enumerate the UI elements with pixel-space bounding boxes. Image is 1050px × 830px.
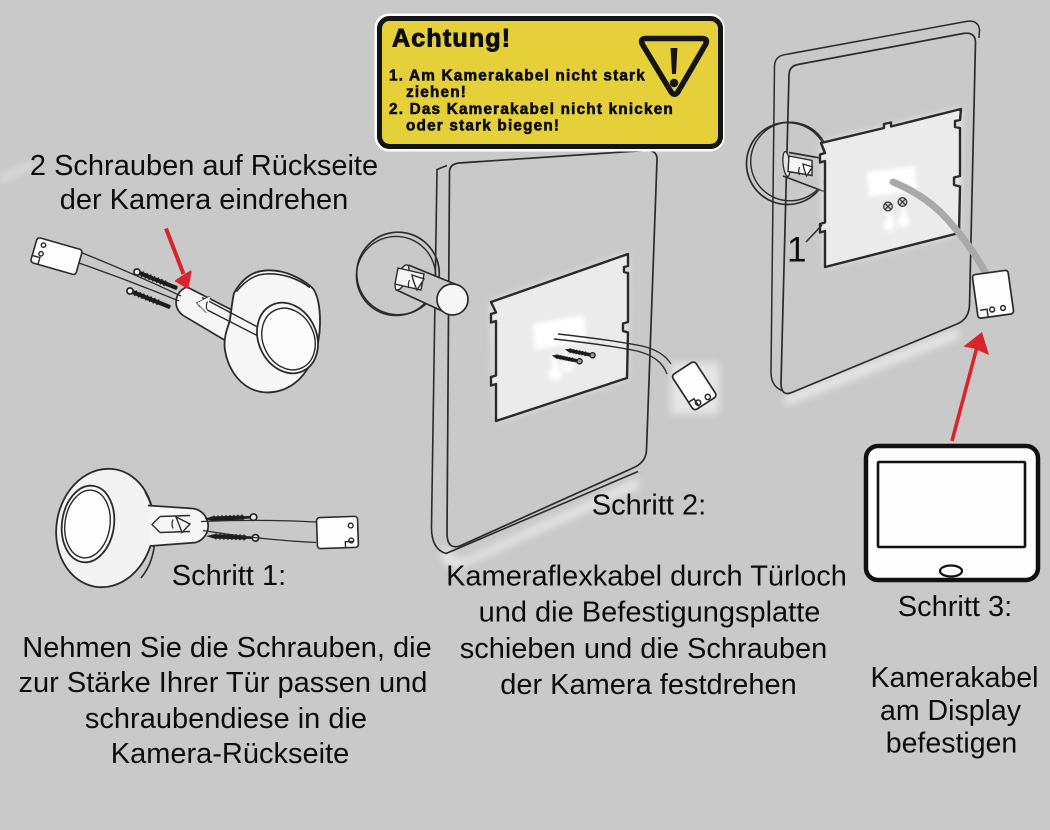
svg-text:Kameraflexkabel durch Türloch: Kameraflexkabel durch Türloch (446, 561, 847, 593)
svg-text:ziehen!: ziehen! (406, 84, 467, 101)
svg-text:2. Das Kamerakabel nicht knick: 2. Das Kamerakabel nicht knicken (389, 101, 674, 118)
svg-text:1: 1 (787, 231, 806, 270)
svg-text:Schritt 2:: Schritt 2: (592, 490, 706, 522)
svg-text:der Kamera festdrehen: der Kamera festdrehen (500, 669, 797, 701)
svg-text:schieben und die Schrauben: schieben und die Schrauben (460, 633, 828, 665)
svg-text:Nehmen Sie die Schrauben, die: Nehmen Sie die Schrauben, die (22, 632, 431, 664)
svg-text:Achtung!: Achtung! (392, 25, 511, 53)
svg-text:1. Am Kamerakabel nicht stark: 1. Am Kamerakabel nicht stark (389, 68, 646, 85)
svg-text:zur Stärke Ihrer Tür passen un: zur Stärke Ihrer Tür passen und (19, 667, 428, 699)
svg-text:der Kamera eindrehen: der Kamera eindrehen (60, 184, 349, 216)
svg-text:2 Schrauben auf Rückseite: 2 Schrauben auf Rückseite (30, 150, 378, 182)
svg-text:Kamerakabel: Kamerakabel (871, 662, 1039, 694)
svg-text:befestigen: befestigen (886, 728, 1018, 760)
svg-text:schraubendiese in die: schraubendiese in die (85, 703, 367, 735)
svg-text:Schritt 3:: Schritt 3: (898, 591, 1012, 623)
svg-text:oder stark biegen!: oder stark biegen! (406, 118, 560, 135)
svg-text:und die Befestigungsplatte: und die Befestigungsplatte (479, 597, 821, 629)
svg-text:Schritt 1:: Schritt 1: (172, 560, 286, 592)
svg-text:am Display: am Display (880, 695, 1022, 727)
svg-text:Kamera-Rückseite: Kamera-Rückseite (111, 738, 350, 770)
